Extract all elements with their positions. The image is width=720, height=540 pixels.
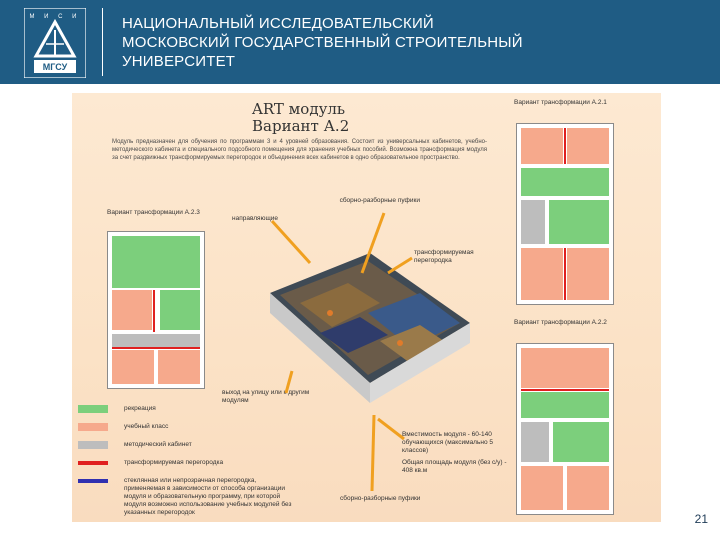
plan-top-right	[516, 123, 614, 305]
legend-swatch	[78, 441, 108, 449]
legend-swatch	[78, 423, 108, 431]
callout-partition: трансформируемая перегородка	[414, 249, 474, 264]
legend-label: рекреация	[124, 405, 156, 412]
legend: рекреация учебный класс методический каб…	[78, 405, 291, 516]
variant-label-top-right: Вариант трансформации А.2.1	[514, 99, 607, 106]
variant-label-bottom-right: Вариант трансформации А.2.2	[514, 319, 607, 326]
plan-left	[107, 231, 205, 389]
callout-poufs-2: сборно-разборные пуфики	[340, 495, 421, 502]
callout-exit: выход на улицу или к другим модулям	[222, 389, 310, 404]
slide-poster: ART модуль Вариант А.2 Модуль предназнач…	[72, 93, 661, 522]
plan-bottom-right	[516, 343, 614, 515]
university-title: НАЦИОНАЛЬНЫЙ ИССЛЕДОВАТЕЛЬСКИЙ МОСКОВСКИ…	[122, 14, 523, 71]
callout-guides: направляющие	[232, 215, 279, 222]
legend-label: учебный класс	[124, 423, 169, 430]
module-description: Модуль предназначен для обучения по прог…	[112, 139, 487, 161]
callout-poufs: сборно-разборные пуфики	[339, 197, 420, 204]
variant-label-left: Вариант трансформации А.2.3	[107, 209, 200, 216]
module-title: ART модуль Вариант А.2	[252, 101, 349, 135]
legend-swatch	[78, 479, 108, 483]
page-number: 21	[694, 512, 708, 526]
svg-text:МГСУ: МГСУ	[43, 62, 68, 72]
header-bar: М И С И МГСУ НАЦИОНАЛЬНЫЙ ИССЛЕДОВАТЕЛЬС…	[0, 0, 720, 84]
module-title-main: ART модуль	[252, 100, 346, 118]
module-title-variant: Вариант А.2	[252, 117, 350, 135]
mgsu-logo-icon: М И С И МГСУ	[24, 8, 86, 78]
legend-label: трансформируемая перегородка	[124, 459, 224, 466]
university-title-line-2: МОСКОВСКИЙ ГОСУДАРСТВЕННЫЙ СТРОИТЕЛЬНЫЙ	[122, 34, 523, 51]
university-title-line-3: УНИВЕРСИТЕТ	[122, 53, 236, 70]
legend-label: методический кабинет	[124, 441, 192, 448]
header-divider	[102, 8, 103, 76]
legend-label: стеклянная или непрозрачная перегородка,…	[124, 477, 292, 516]
callout-capacity: Вместимость модуля - 60-140 обучающихся …	[402, 431, 493, 454]
svg-text:М И С И: М И С И	[30, 14, 81, 20]
callout-area: Общая площадь модуля (без с/у) - 408 кв.…	[402, 459, 507, 474]
module-3d-illustration	[270, 253, 470, 403]
legend-swatch	[78, 405, 108, 413]
legend-swatch	[78, 461, 108, 465]
university-title-line-1: НАЦИОНАЛЬНЫЙ ИССЛЕДОВАТЕЛЬСКИЙ	[122, 15, 434, 32]
callout-arrows	[270, 212, 413, 492]
